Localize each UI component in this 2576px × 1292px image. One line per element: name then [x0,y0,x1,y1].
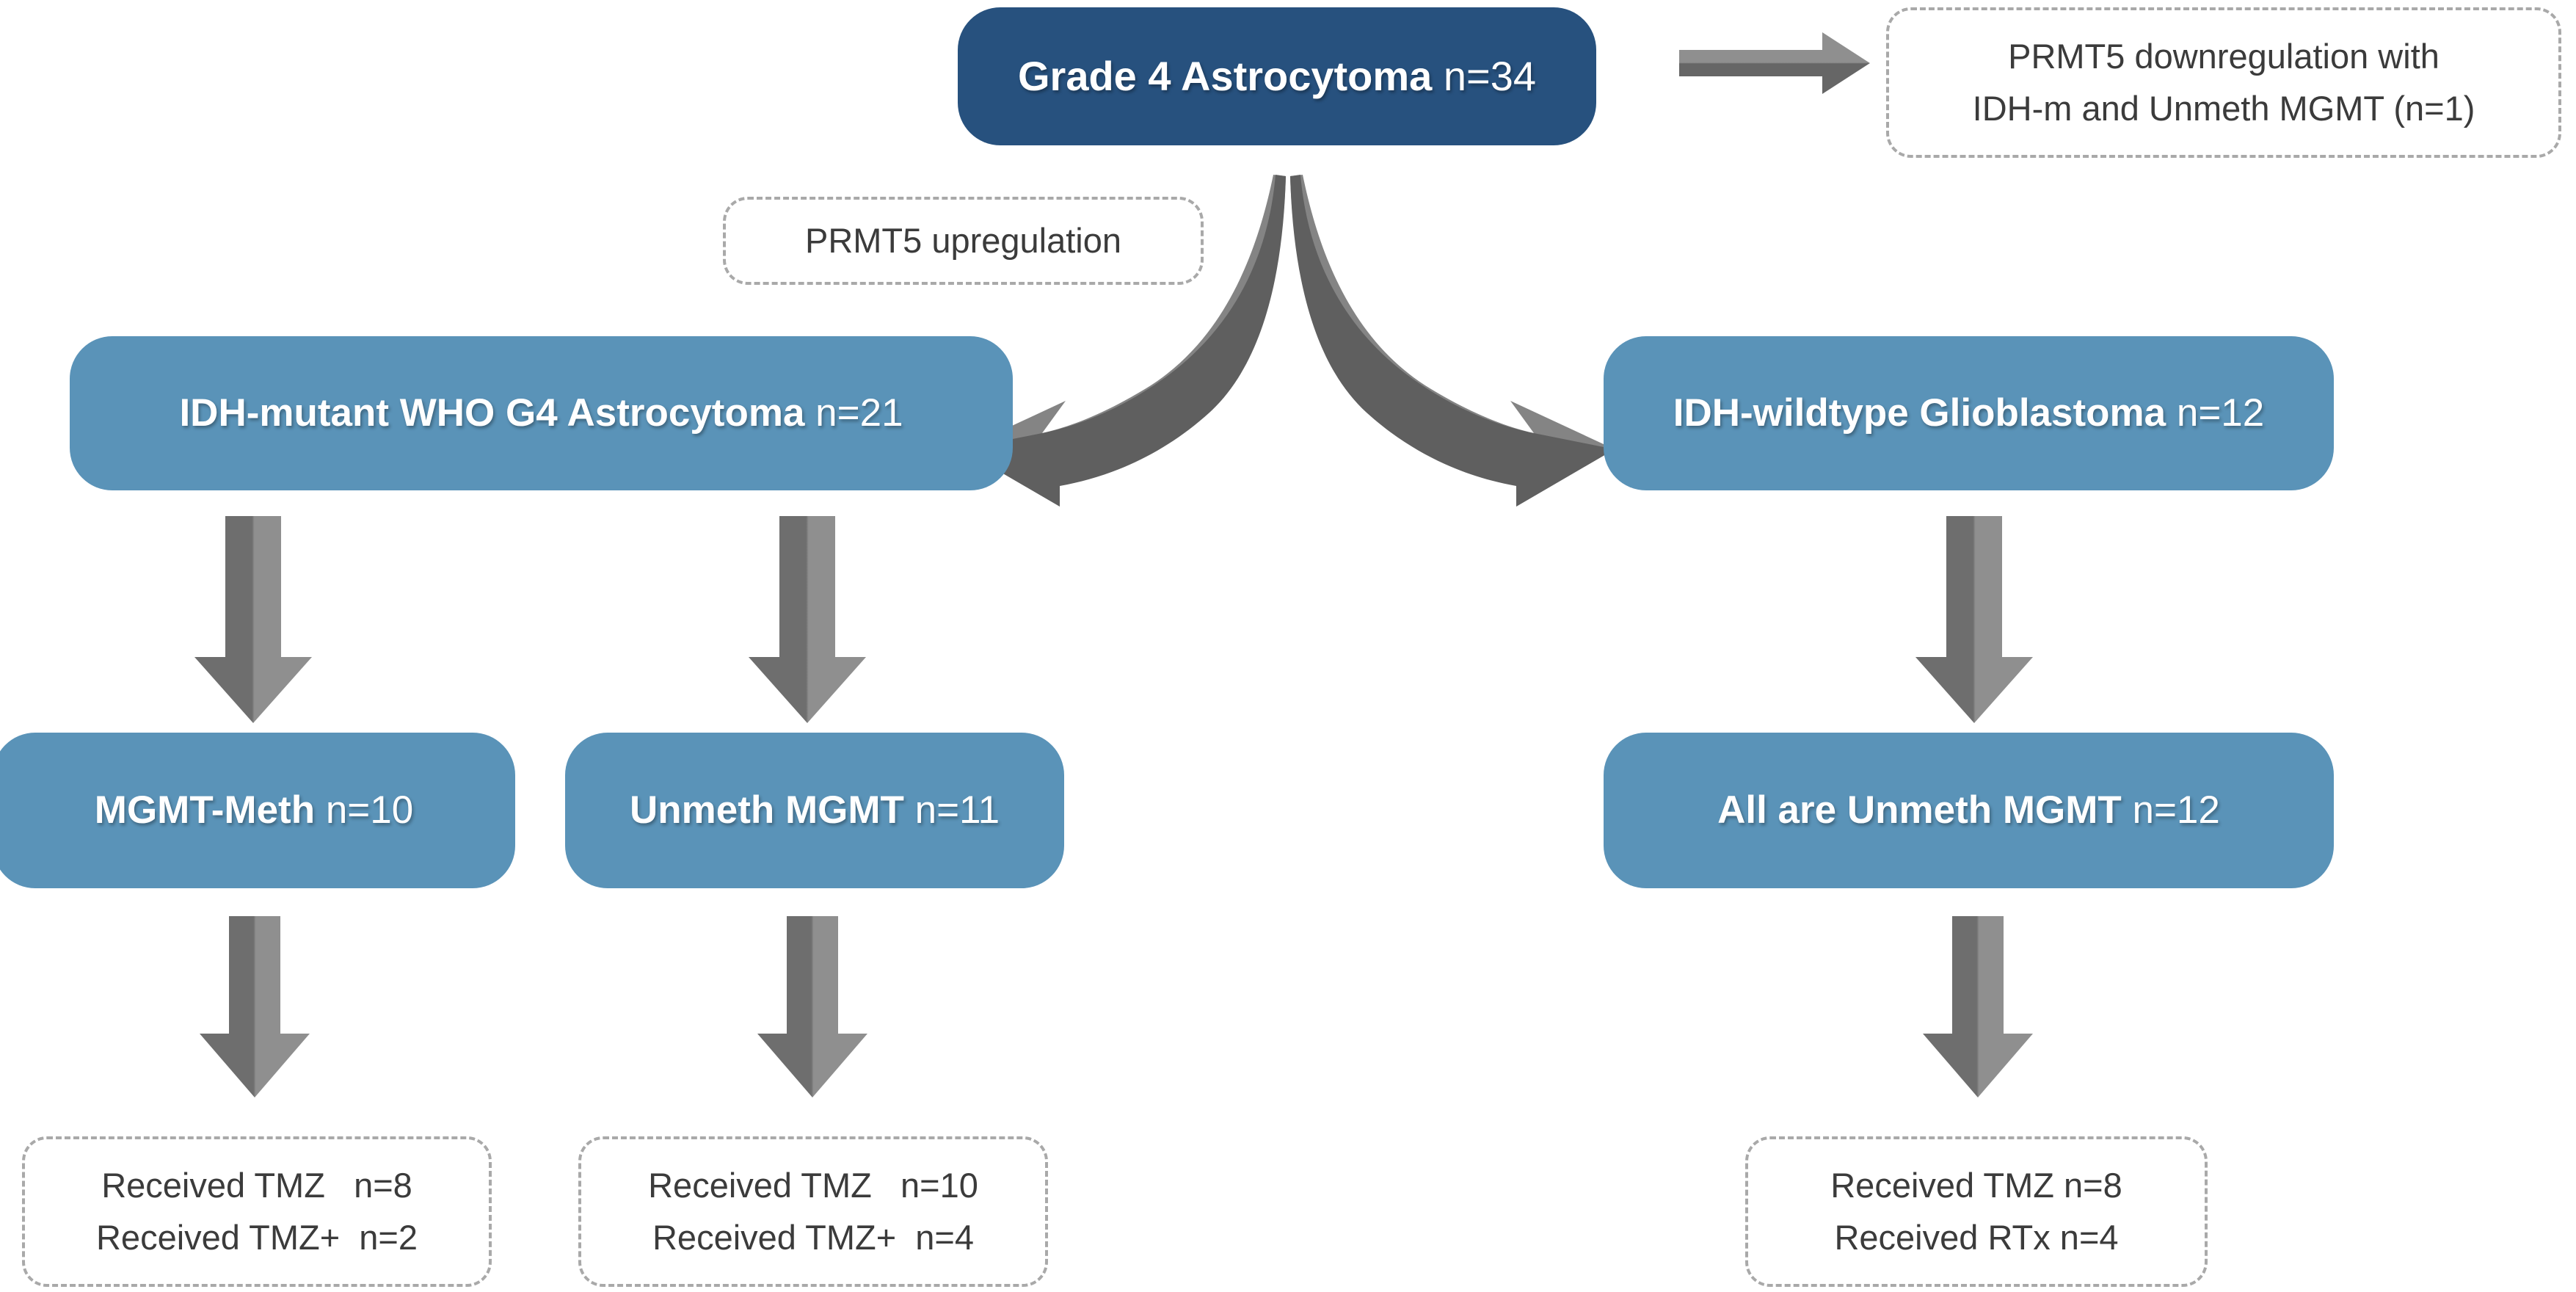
node-grade4-astrocytoma[interactable]: Grade 4 Astrocytoma n=34 [958,7,1596,145]
treatment-line-2: Received RTx n=4 [1834,1217,2119,1257]
node-count: n=21 [815,391,903,435]
annotation-line-1: PRMT5 downregulation with [2008,37,2439,76]
treatment-line-1: Received TMZ n=8 [1830,1166,2122,1205]
annotation-prmt5-upregulation: PRMT5 upregulation [723,197,1204,285]
treatment-line-2: Received TMZ+ n=4 [652,1217,974,1257]
node-grade4-astrocytoma-text: Grade 4 Astrocytoma n=34 [1017,52,1537,100]
down-arrow-icon [200,916,310,1097]
treatment-line-1: Received TMZ n=8 [101,1166,412,1205]
down-arrow-icon [1923,916,2033,1097]
node-count: n=11 [914,788,1000,832]
node-idh-wildtype-glioblastoma[interactable]: IDH-wildtype Glioblastoma n=12 [1604,336,2334,490]
annotation-treatment-glioblastoma: Received TMZ n=8 Received RTx n=4 [1745,1136,2208,1287]
annotation-line-2: IDH-m and Unmeth MGMT (n=1) [1972,88,2475,128]
node-idh-mutant-text: IDH-mutant WHO G4 Astrocytoma n=21 [179,391,903,435]
node-unmeth-mgmt-text: Unmeth MGMT n=11 [630,788,1000,832]
treatment-line-2: Received TMZ+ n=2 [95,1217,418,1257]
down-arrow-icon [749,516,866,723]
curved-arrow-down-right-icon [1290,175,1615,507]
node-mgmt-meth-text: MGMT-Meth n=10 [95,788,413,832]
node-label: Grade 4 Astrocytoma [1017,52,1433,99]
node-count: n=34 [1443,52,1537,99]
down-arrow-icon [757,916,867,1097]
node-label: IDH-wildtype Glioblastoma [1673,391,2166,435]
node-label: All are Unmeth MGMT [1717,788,2122,832]
annotation-treatment-unmeth-mgmt: Received TMZ n=10 Received TMZ+ n=4 [578,1136,1048,1287]
node-label: IDH-mutant WHO G4 Astrocytoma [179,391,805,435]
node-idh-mutant-who-g4-astrocytoma[interactable]: IDH-mutant WHO G4 Astrocytoma n=21 [70,336,1013,490]
node-label: MGMT-Meth [94,788,316,832]
node-count: n=12 [2176,391,2265,435]
node-count: n=10 [325,788,414,832]
node-all-are-unmeth-mgmt[interactable]: All are Unmeth MGMT n=12 [1604,733,2334,888]
annotation-treatment-mgmt-meth: Received TMZ n=8 Received TMZ+ n=2 [22,1136,492,1287]
right-arrow-icon [1679,32,1870,94]
annotation-prmt5-downregulation: PRMT5 downregulation with IDH-m and Unme… [1886,7,2561,158]
down-arrow-icon [194,516,312,723]
node-mgmt-meth[interactable]: MGMT-Meth n=10 [0,733,515,888]
annotation-line-1: PRMT5 upregulation [804,220,1122,260]
node-all-unmeth-text: All are Unmeth MGMT n=12 [1717,788,2220,832]
down-arrow-icon [1915,516,2033,723]
node-count: n=12 [2132,788,2220,832]
node-unmeth-mgmt[interactable]: Unmeth MGMT n=11 [565,733,1064,888]
node-idh-wildtype-text: IDH-wildtype Glioblastoma n=12 [1673,391,2265,435]
treatment-line-1: Received TMZ n=10 [648,1166,978,1205]
node-label: Unmeth MGMT [629,788,904,832]
